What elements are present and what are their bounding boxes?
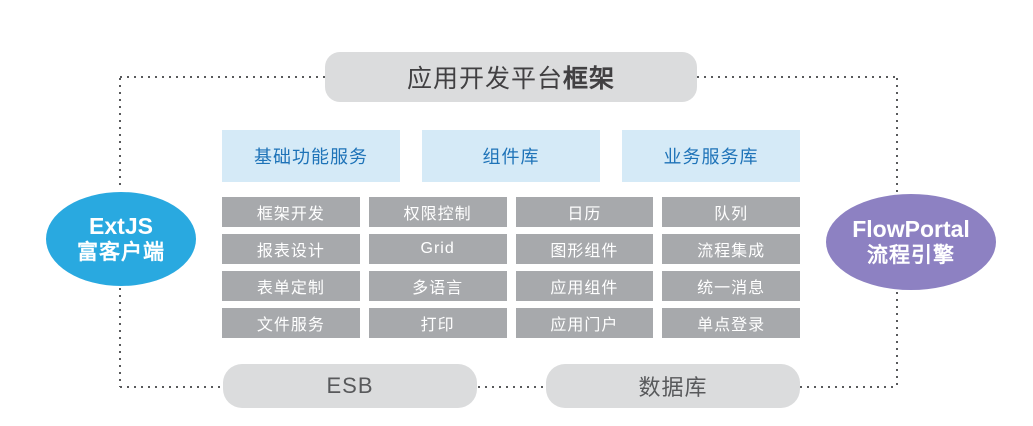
module-cell: 流程集成 xyxy=(662,234,800,264)
module-cell: Grid xyxy=(368,234,507,264)
extjs-client-node: ExtJS 富客户端 xyxy=(46,192,196,286)
connector-right-lower xyxy=(896,292,898,387)
module-cell: 权限控制 xyxy=(368,197,507,227)
module-cell: 框架开发 xyxy=(222,197,360,227)
column-headers-row: 基础功能服务 组件库 业务服务库 xyxy=(222,130,800,182)
module-cell: 报表设计 xyxy=(222,234,360,264)
module-grid: 框架开发 权限控制 日历 队列 报表设计 Grid 图形组件 流程集成 表单定制… xyxy=(222,197,800,339)
connector-left-upper xyxy=(119,78,121,190)
flowportal-node-line2: 流程引擎 xyxy=(867,244,955,268)
column-header-basic-services: 基础功能服务 xyxy=(222,130,400,182)
title-text-bold: 框架 xyxy=(563,65,616,93)
connector-top-right xyxy=(697,76,897,78)
connector-bottom-left xyxy=(120,386,223,388)
connector-left-lower xyxy=(119,288,121,387)
title-text-regular: 应用开发平台 xyxy=(406,65,563,93)
column-header-business-services: 业务服务库 xyxy=(622,130,800,182)
connector-bottom-middle xyxy=(478,386,546,388)
module-cell: 多语言 xyxy=(368,271,507,301)
database-box: 数据库 xyxy=(546,364,800,408)
module-cell: 单点登录 xyxy=(662,308,800,338)
module-cell: 文件服务 xyxy=(222,308,360,338)
extjs-node-line2: 富客户端 xyxy=(77,241,165,265)
platform-frame-title-box: 应用开发平台框架 xyxy=(325,52,697,102)
module-cell: 队列 xyxy=(662,197,800,227)
module-cell: 应用组件 xyxy=(515,271,654,301)
column-header-component-library: 组件库 xyxy=(422,130,600,182)
extjs-node-line1: ExtJS xyxy=(89,212,153,239)
module-cell: 日历 xyxy=(515,197,654,227)
connector-bottom-right xyxy=(800,386,897,388)
module-cell: 图形组件 xyxy=(515,234,654,264)
module-cell: 应用门户 xyxy=(515,308,654,338)
connector-right-upper xyxy=(896,78,898,192)
flowportal-node-line1: FlowPortal xyxy=(852,215,970,242)
esb-box: ESB xyxy=(223,364,477,408)
module-cell: 表单定制 xyxy=(222,271,360,301)
module-cell: 打印 xyxy=(368,308,507,338)
connector-top-left xyxy=(120,76,325,78)
module-cell: 统一消息 xyxy=(662,271,800,301)
flowportal-engine-node: FlowPortal 流程引擎 xyxy=(826,194,996,290)
